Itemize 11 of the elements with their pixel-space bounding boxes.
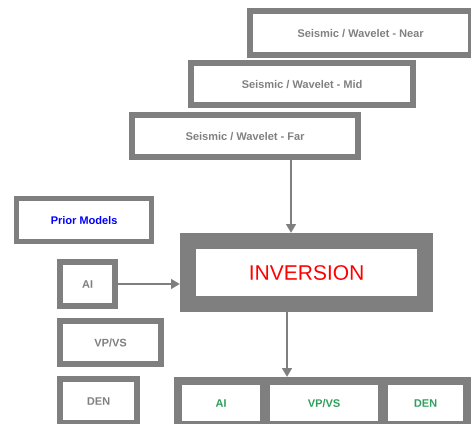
process-box: Prior Models xyxy=(14,196,154,244)
inversion-box: INVERSION xyxy=(180,233,433,312)
process-box: Seismic / Wavelet - Near xyxy=(247,8,471,58)
process-box: AI xyxy=(57,259,118,309)
output-cell: VP/VS xyxy=(265,380,383,424)
process-box: VP/VS xyxy=(57,318,164,367)
output-cell: DEN xyxy=(383,380,468,424)
process-box: Seismic / Wavelet - Mid xyxy=(188,60,416,108)
output-cell: AI xyxy=(177,380,265,424)
process-box: DEN xyxy=(57,376,140,424)
process-box: Seismic / Wavelet - Far xyxy=(129,112,361,160)
